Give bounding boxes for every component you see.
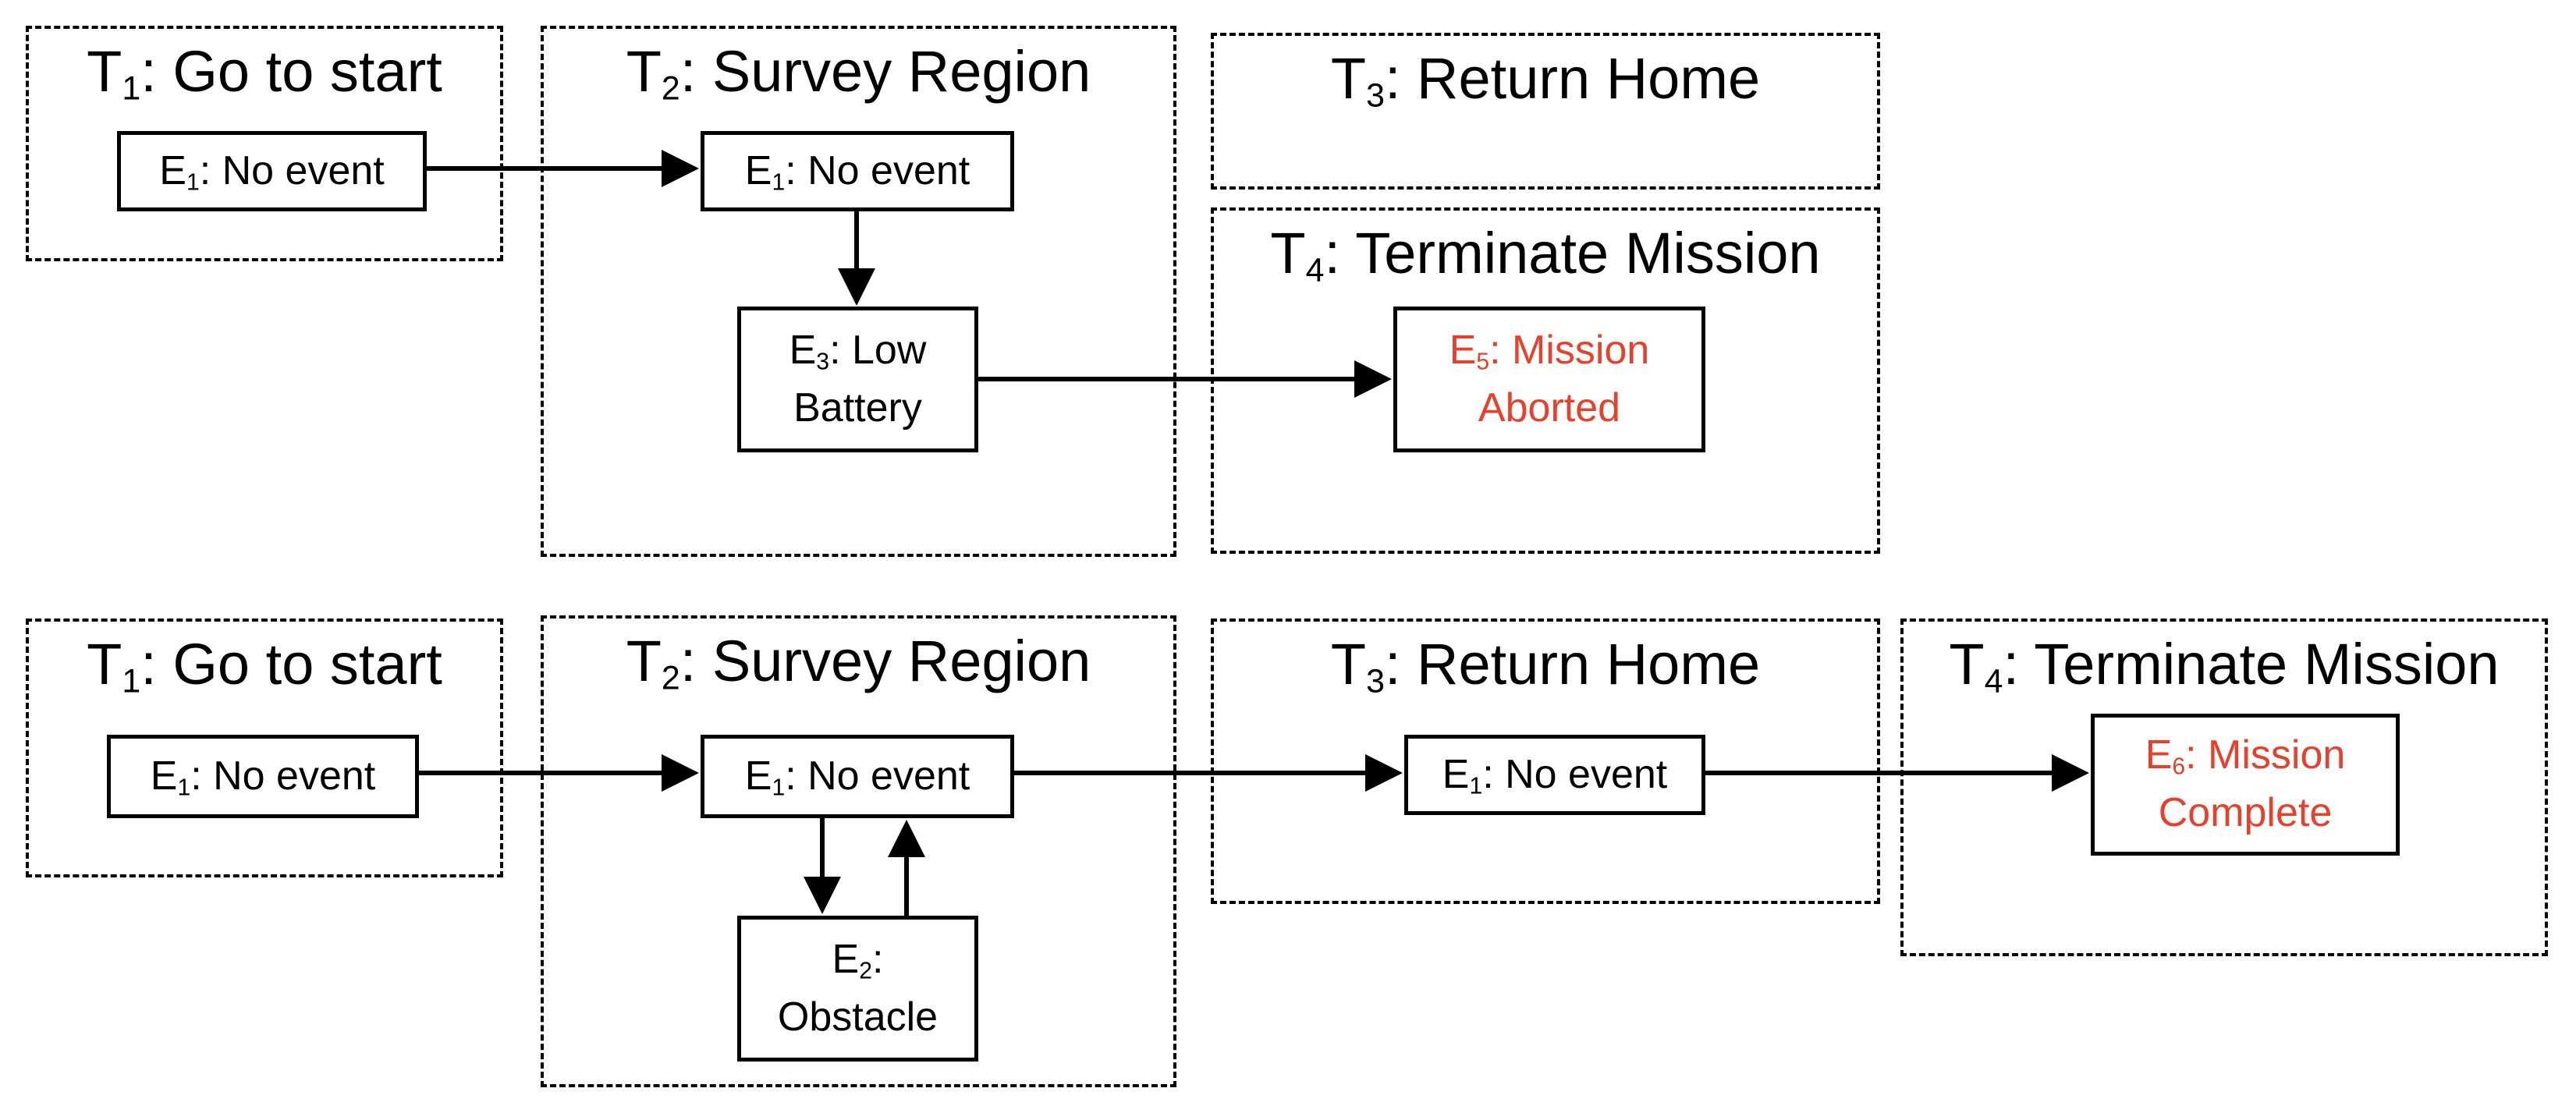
- task-survey-region: T2: Survey Region: [541, 26, 1176, 557]
- task-title: T4: Terminate Mission: [1949, 632, 2500, 700]
- task-title: T3: Return Home: [1330, 46, 1761, 115]
- task-title: T2: Survey Region: [626, 39, 1091, 108]
- task-go-to-start: T1: Go to start: [26, 619, 503, 877]
- event-no-event: E1: No event: [1404, 735, 1705, 815]
- event-no-event: E1: No event: [117, 131, 427, 211]
- event-no-event: E1: No event: [107, 735, 419, 818]
- task-return-home: T3: Return Home: [1211, 33, 1880, 190]
- task-title: T3: Return Home: [1330, 632, 1761, 700]
- task-title: T4: Terminate Mission: [1270, 221, 1821, 289]
- event-no-event: E1: No event: [701, 131, 1014, 211]
- task-title: T2: Survey Region: [626, 629, 1091, 697]
- task-terminate-mission: T4: Terminate Mission: [1900, 619, 2548, 956]
- task-title: T1: Go to start: [87, 632, 442, 700]
- event-no-event: E1: No event: [701, 735, 1014, 818]
- task-survey-region: T2: Survey Region: [541, 615, 1176, 1087]
- event-obstacle: E2:Obstacle: [737, 916, 978, 1062]
- task-title: T1: Go to start: [87, 39, 442, 108]
- task-return-home: T3: Return Home: [1211, 619, 1880, 904]
- task-terminate-mission: T4: Terminate Mission: [1211, 207, 1880, 554]
- task-go-to-start: T1: Go to start: [26, 26, 503, 261]
